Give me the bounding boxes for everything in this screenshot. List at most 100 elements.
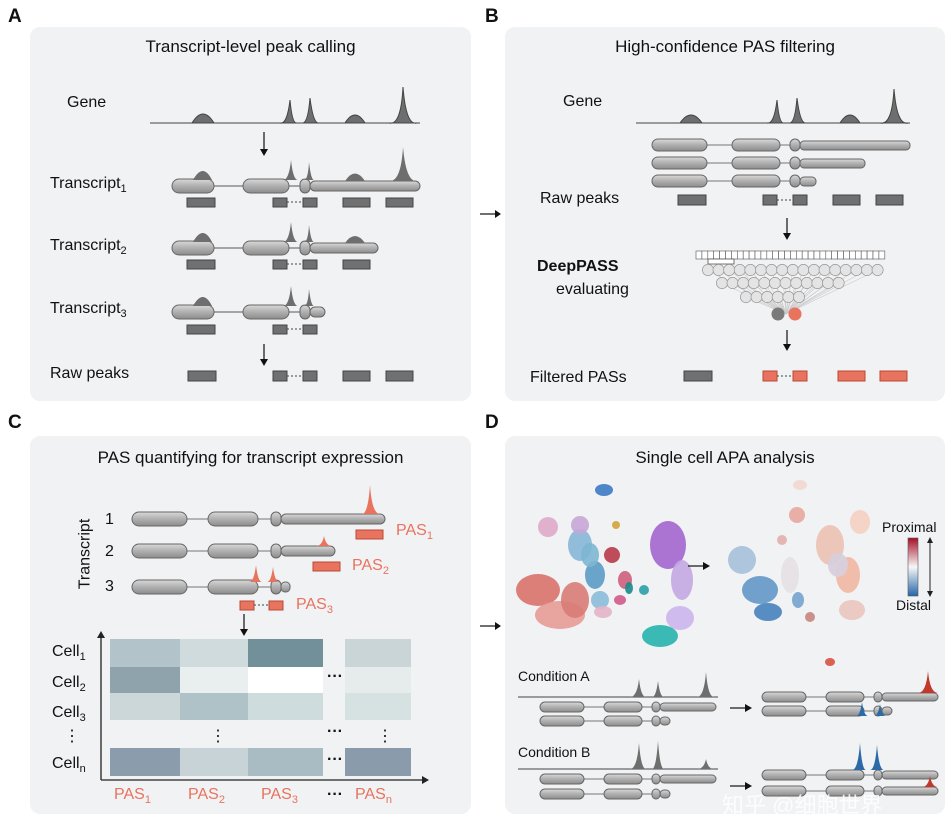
- umap-cluster: [561, 582, 589, 618]
- nn-node: [833, 277, 844, 288]
- umap-apa-cluster: [777, 535, 787, 545]
- nn-node: [748, 277, 759, 288]
- heatmap-hdots-row4: ···: [327, 723, 343, 741]
- panel-title-d: Single cell APA analysis: [505, 448, 945, 468]
- nn-node: [819, 264, 830, 275]
- pas-axis-hdots: ···: [327, 786, 343, 804]
- heatmap-cell: [110, 693, 180, 720]
- nn-node: [822, 277, 833, 288]
- gene-label-a: Gene: [67, 94, 106, 112]
- umap-apa-cluster: [728, 546, 756, 574]
- nn-node: [772, 291, 783, 302]
- nn-node: [812, 277, 823, 288]
- sequence-cell: [785, 251, 791, 259]
- nn-node: [787, 264, 798, 275]
- raw-peaks-b: [678, 195, 903, 205]
- filtered-pas-label: Filtered PASs: [530, 369, 627, 387]
- sequence-cell: [879, 251, 885, 259]
- heatmap-cell: [345, 639, 411, 667]
- raw-peaks-label-a: Raw peaks: [50, 365, 129, 383]
- nn-node: [808, 264, 819, 275]
- arrow-c-to-d: [480, 622, 501, 630]
- sequence-cell: [714, 251, 720, 259]
- sequence-cell: [867, 251, 873, 259]
- umap-apa-cluster: [781, 557, 799, 593]
- sequence-cell: [702, 251, 708, 259]
- umap-apa-cluster: [792, 592, 804, 608]
- umap-clusters: [516, 484, 694, 647]
- pas-2-label: PAS2: [352, 557, 389, 577]
- transcript-1-label: Transcript1: [50, 175, 127, 195]
- umap-apa-cluster: [793, 480, 807, 490]
- umap-cluster: [571, 516, 589, 534]
- sequence-cell: [773, 251, 779, 259]
- panel-label-d: D: [485, 412, 499, 434]
- down-arrow-c: [240, 614, 248, 636]
- nn-node: [740, 291, 751, 302]
- umap-apa-cluster: [850, 510, 870, 534]
- sequence-cell: [737, 251, 743, 259]
- nn-node: [780, 277, 791, 288]
- transcript-3-label: Transcript3: [50, 300, 127, 320]
- pas-3-label: PAS3: [296, 596, 333, 616]
- sequence-cell: [696, 251, 702, 259]
- nn-node: [724, 264, 735, 275]
- heatmap-cell: [110, 748, 180, 776]
- cell-n-label: Celln: [52, 755, 86, 775]
- sequence-cell: [849, 251, 855, 259]
- panel-title-b: High-confidence PAS filtering: [505, 37, 945, 57]
- proximal-label: Proximal: [882, 519, 936, 535]
- nn-node: [702, 264, 713, 275]
- heatmap-cell: [345, 748, 411, 776]
- sequence-cell: [726, 251, 732, 259]
- nn-node: [840, 264, 851, 275]
- umap-cluster: [612, 521, 620, 529]
- umap-apa-cluster: [839, 600, 865, 620]
- heatmap-hdots-rown: ···: [327, 751, 343, 769]
- nn-node: [777, 264, 788, 275]
- cell-vdots: ⋮: [64, 726, 80, 746]
- nn-node: [872, 264, 883, 275]
- filtered-pas-b: [684, 371, 907, 381]
- cell-1-label: Cell1: [52, 643, 86, 663]
- down-arrow-b2: [783, 330, 791, 351]
- nn-node: [762, 291, 773, 302]
- pas-1-axis-label: PAS1: [114, 786, 151, 806]
- cell-3-label: Cell3: [52, 704, 86, 724]
- heatmap-cell: [248, 639, 323, 667]
- transcript-number-2: 2: [105, 543, 114, 561]
- raw-peaks-a: [188, 371, 413, 381]
- panel-title-c: PAS quantifying for transcript expressio…: [30, 448, 471, 468]
- umap-cluster: [595, 484, 613, 496]
- sequence-cell: [779, 251, 785, 259]
- heatmap-cell: [180, 667, 248, 695]
- sequence-cell: [838, 251, 844, 259]
- nn-node: [861, 264, 872, 275]
- sequence-cell: [749, 251, 755, 259]
- sequence-cell: [731, 251, 737, 259]
- umap-cluster: [642, 625, 678, 647]
- umap-cluster: [604, 547, 620, 563]
- sequence-cell: [844, 251, 850, 259]
- umap-apa: [728, 480, 870, 666]
- condition-a-result: [762, 671, 938, 716]
- sequence-cell: [873, 251, 879, 259]
- umap-apa-cluster: [754, 603, 782, 621]
- nn-node: [851, 264, 862, 275]
- nn-node: [783, 291, 794, 302]
- down-arrow-a1: [260, 132, 268, 156]
- gene-label-b: Gene: [563, 93, 602, 111]
- colorbar: [908, 537, 933, 597]
- nn-node: [766, 264, 777, 275]
- pas-n-axis-label: PASn: [355, 786, 392, 806]
- arrow-a-to-b: [480, 210, 501, 218]
- nn-node: [769, 277, 780, 288]
- heatmap-c: [110, 639, 411, 776]
- arrow-condition-a: [730, 704, 752, 712]
- gene-track-b: [636, 89, 910, 123]
- umap-cluster: [625, 582, 633, 594]
- nn-node: [791, 277, 802, 288]
- gene-track-a: [150, 87, 420, 123]
- heatmap-cell: [180, 639, 248, 667]
